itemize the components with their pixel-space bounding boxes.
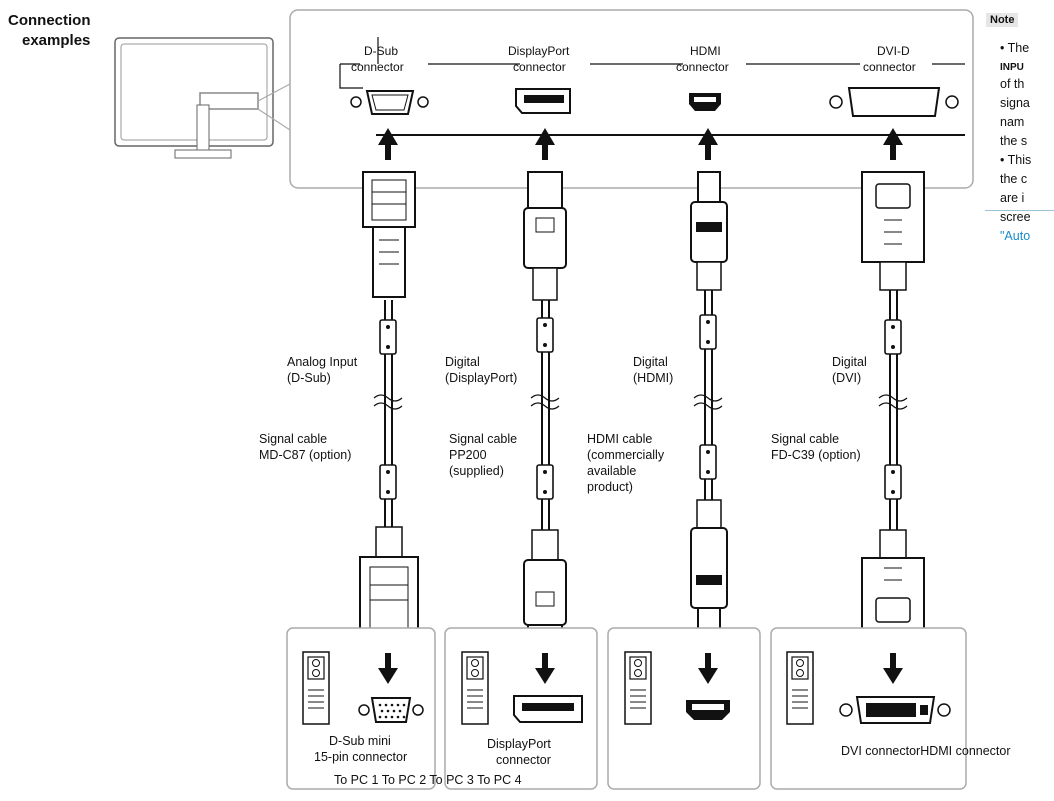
pc-dsub-label-2: 15-pin connector: [314, 750, 408, 764]
monitor-panel: [289, 9, 974, 189]
signal-label-analog-1: Analog Input: [287, 355, 358, 369]
dvi-port-icon: [829, 87, 959, 117]
cable-label-dp-2: PP200: [449, 448, 487, 462]
section-heading-line-1: Connection: [8, 12, 91, 29]
note-line: scree: [1000, 210, 1031, 224]
displayport-port-label-1: DisplayPort: [508, 44, 570, 58]
pc-tower-icon: [786, 651, 814, 725]
to-pc-label: To PC 1 To PC 2 To PC 3 To PC 4: [334, 773, 522, 787]
displayport-port-label-2: connector: [513, 60, 566, 74]
hdmi-port-icon: [689, 93, 721, 111]
pc-dp-label-2: connector: [496, 753, 551, 767]
arrow-up-icon: [378, 128, 903, 160]
pc-tower-icon: [302, 651, 330, 725]
displayport-cable-icon: [523, 171, 567, 646]
signal-label-dp-1: Digital: [445, 355, 480, 369]
cable-label-dp-1: Signal cable: [449, 432, 518, 446]
cable-label-hdmi-2: (commercially: [587, 448, 665, 462]
displayport-port-icon: [515, 88, 571, 114]
cable-label-dsub-1: Signal cable: [259, 432, 328, 446]
dvi-cable-icon: [861, 171, 925, 644]
cable-label-hdmi-4: product): [587, 480, 633, 494]
signal-label-dvi-2: (DVI): [832, 371, 862, 385]
dvi-port-label-1: DVI-D: [877, 44, 910, 58]
section-heading-line-2: examples: [22, 32, 91, 49]
pc-tower-icon: [461, 651, 489, 725]
cable-label-dvi-2: FD-C39 (option): [771, 448, 861, 462]
cable-label-dp-3: (supplied): [449, 464, 504, 478]
note-line: are i: [1000, 191, 1025, 205]
dsub-port-icon: [350, 90, 429, 115]
displayport-pc-port-icon: [513, 695, 583, 723]
note-title: Note: [986, 13, 1019, 27]
dvi-port-label-2: connector: [863, 60, 916, 74]
note-link[interactable]: "Auto: [1000, 229, 1031, 243]
signal-label-hdmi-2: (HDMI): [633, 371, 674, 385]
signal-label-dp-2: (DisplayPort): [445, 371, 518, 385]
pc-tower-icon: [624, 651, 652, 725]
note-line: of th: [1000, 77, 1025, 91]
note-line: signa: [1000, 96, 1030, 110]
cable-label-hdmi-3: available: [587, 464, 637, 478]
cable-label-dsub-2: MD-C87 (option): [259, 448, 352, 462]
note-line: • The: [1000, 41, 1030, 55]
note-line: nam: [1000, 115, 1025, 129]
cable-label-dvi-1: Signal cable: [771, 432, 840, 446]
signal-label-analog-2: (D-Sub): [287, 371, 331, 385]
note-line: • This: [1000, 153, 1032, 167]
pc-dsub-label-1: D-Sub mini: [329, 734, 391, 748]
dsub-mini-port-icon: [358, 697, 424, 723]
note-line: the s: [1000, 134, 1028, 148]
hdmi-port-label-1: HDMI: [690, 44, 721, 58]
note-line: the c: [1000, 172, 1028, 186]
hdmi-pc-port-icon: [686, 700, 730, 720]
cable-label-hdmi-1: HDMI cable: [587, 432, 653, 446]
signal-label-hdmi-1: Digital: [633, 355, 668, 369]
note-line: INPU: [1000, 62, 1024, 73]
monitor-sketch-icon: [114, 37, 291, 159]
dsub-port-label-1: D-Sub: [364, 44, 399, 58]
hdmi-port-label-2: connector: [676, 60, 729, 74]
dsub-port-label-2: connector: [351, 60, 404, 74]
dvi-pc-port-icon: [839, 696, 951, 724]
arrow-down-icon: [378, 653, 903, 684]
pc-dvi-hdmi-label: DVI connectorHDMI connector: [841, 744, 1011, 758]
hdmi-cable-icon: [690, 171, 728, 639]
dsub-cable-icon: [359, 171, 419, 640]
pc-dp-label-1: DisplayPort: [487, 737, 551, 751]
note-panel: [985, 10, 1054, 211]
signal-label-dvi-1: Digital: [832, 355, 867, 369]
